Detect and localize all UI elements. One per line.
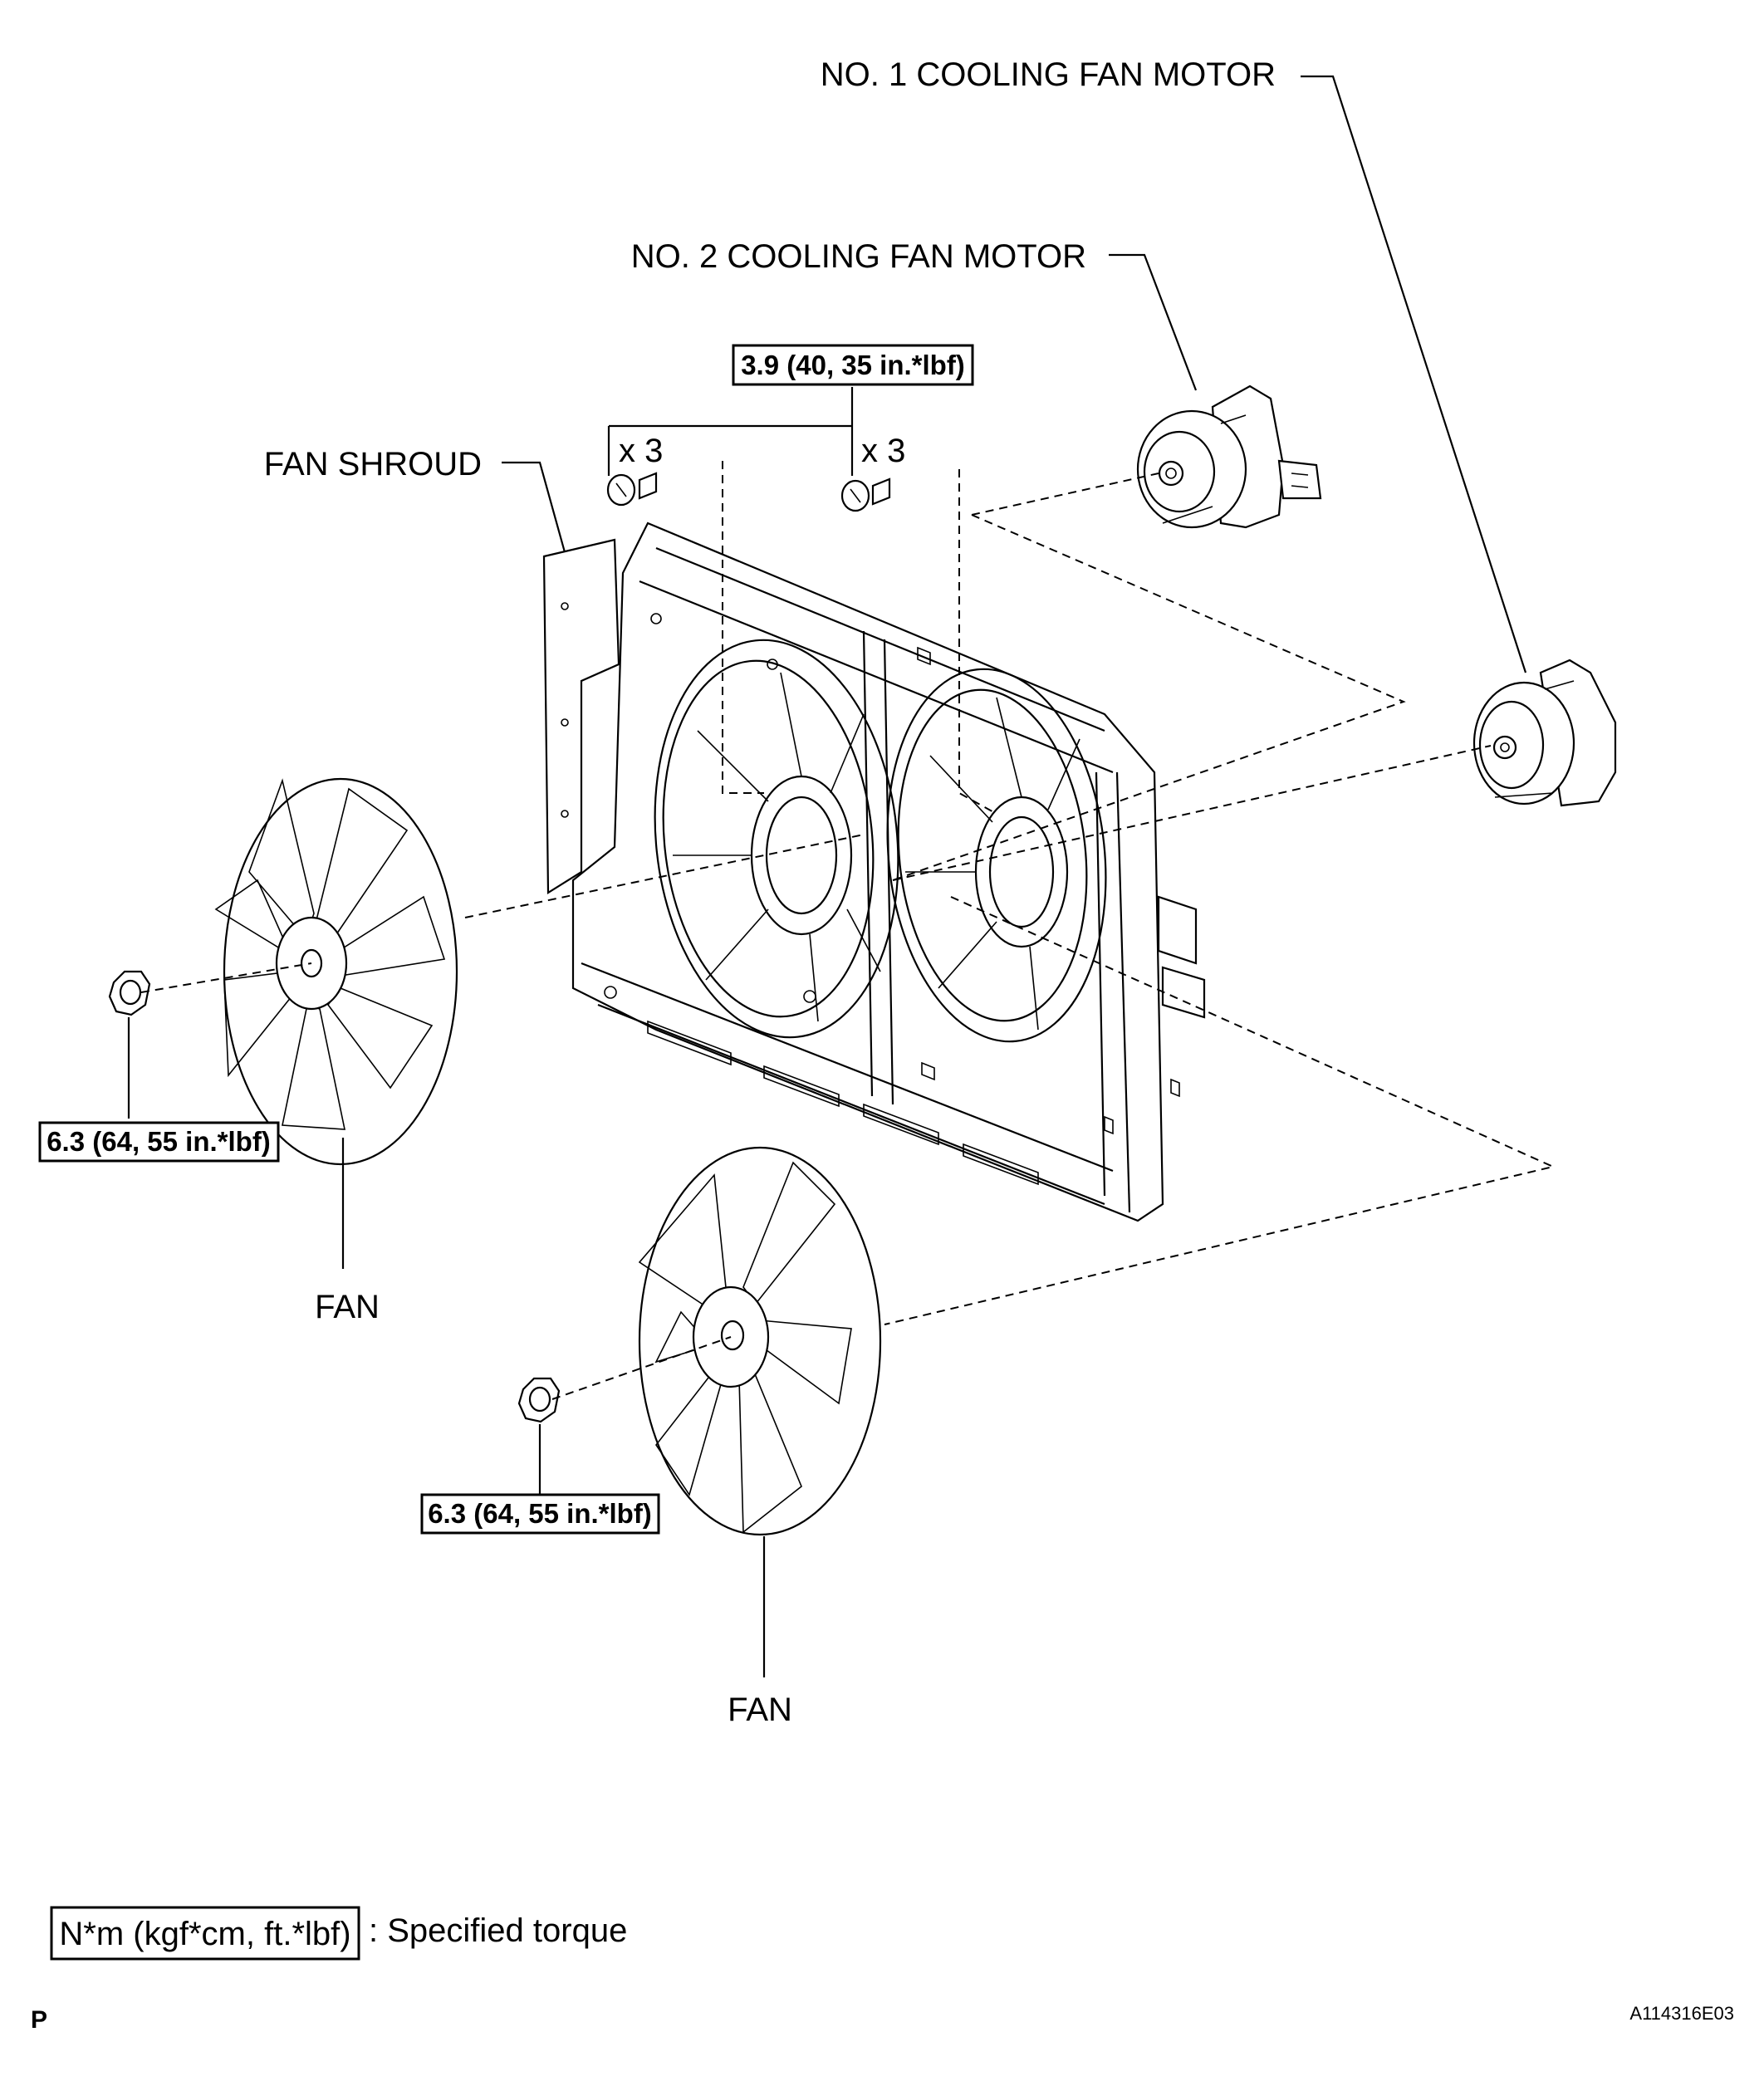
label-no1-cooling-fan-motor: NO. 1 COOLING FAN MOTOR xyxy=(821,56,1276,93)
fan-shroud xyxy=(542,521,1206,1222)
torque-value-nut-left: 6.3 (64, 55 in.*lbf) xyxy=(47,1126,271,1157)
label-qty-right: x 3 xyxy=(861,433,905,469)
label-no2-cooling-fan-motor: NO. 2 COOLING FAN MOTOR xyxy=(631,238,1086,275)
no1-cooling-fan-motor xyxy=(1472,659,1617,807)
fan-right xyxy=(638,1146,882,1536)
legend: N*m (kgf*cm, ft.*lbf) : Specified torque xyxy=(50,1906,627,1961)
bolt-leader-lines xyxy=(607,387,854,476)
torque-box-nut-right: 6.3 (64, 55 in.*lbf) xyxy=(420,1493,660,1535)
fan-left xyxy=(214,777,458,1166)
bolt-icon xyxy=(840,477,891,512)
leader-lines xyxy=(127,75,1527,1677)
nut-icon xyxy=(517,1377,561,1423)
footer-left-mark: P xyxy=(31,2006,47,2034)
no2-cooling-fan-motor xyxy=(1136,384,1322,529)
torque-value-nut-right: 6.3 (64, 55 in.*lbf) xyxy=(428,1498,652,1529)
label-qty-left: x 3 xyxy=(619,433,663,469)
legend-description: : Specified torque xyxy=(369,1912,627,1949)
torque-box-bolts: 3.9 (40, 35 in.*lbf) xyxy=(732,344,974,386)
label-fan-shroud: FAN SHROUD xyxy=(264,446,482,482)
nut-icon xyxy=(108,970,151,1016)
bolt-icon xyxy=(606,472,658,507)
label-fan-left: FAN xyxy=(315,1289,380,1325)
torque-value-bolts: 3.9 (40, 35 in.*lbf) xyxy=(741,350,965,380)
label-fan-right: FAN xyxy=(728,1692,792,1728)
assembly-dashed-lines xyxy=(140,461,1556,1400)
legend-unit-box: N*m (kgf*cm, ft.*lbf) xyxy=(59,1916,350,1952)
figure-id: A114316E03 xyxy=(1629,2003,1734,2024)
torque-box-nut-left: 6.3 (64, 55 in.*lbf) xyxy=(38,1121,280,1163)
